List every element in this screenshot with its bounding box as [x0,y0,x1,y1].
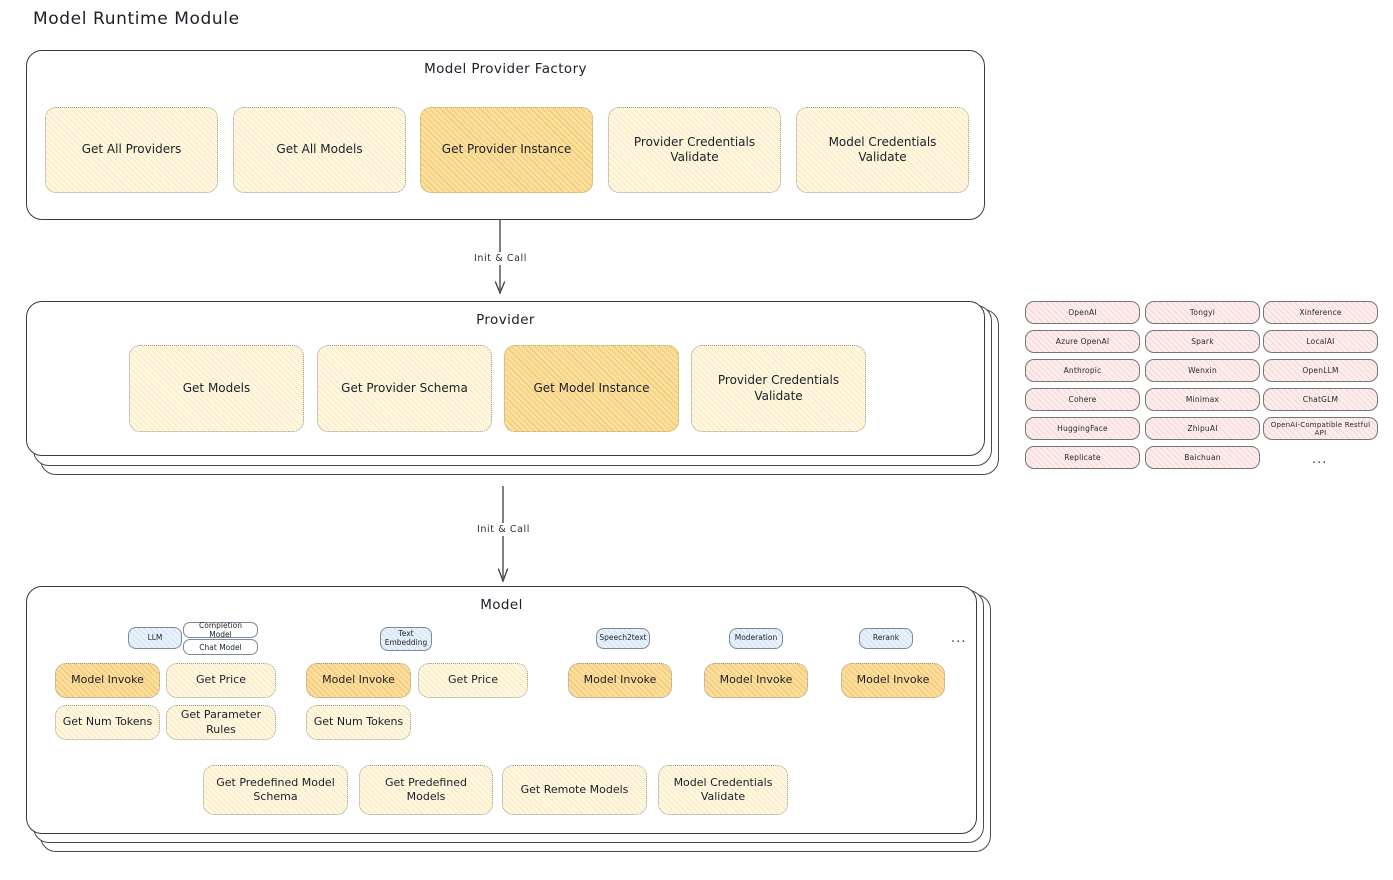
factory-method-provider-credentials-validate[interactable]: Provider Credentials Validate [608,107,781,193]
model-provider-factory-title: Model Provider Factory [424,61,587,77]
provider-chip-azure-openai[interactable]: Azure OpenAI [1025,330,1140,353]
model-type-chip-rerank[interactable]: Rerank [859,628,913,649]
provider-chip-baichuan[interactable]: Baichuan [1145,446,1260,469]
text-embedding-method-model-invoke[interactable]: Model Invoke [306,663,411,698]
model-type-chip-text-embedding[interactable]: Text Embedding [380,627,432,651]
model-shared-method-get-predefined-model-schema[interactable]: Get Predefined Model Schema [203,765,348,815]
factory-method-get-all-models[interactable]: Get All Models [233,107,406,193]
provider-list-more: ... [1312,452,1328,467]
model-types-more: ... [951,631,967,646]
model-type-chip-speech2text[interactable]: Speech2text [596,628,650,649]
llm-method-get-parameter-rules[interactable]: Get Parameter Rules [166,705,276,740]
llm-method-get-num-tokens[interactable]: Get Num Tokens [55,705,160,740]
provider-chip-zhipuai[interactable]: ZhipuAI [1145,417,1260,440]
provider-chip-replicate[interactable]: Replicate [1025,446,1140,469]
provider-chip-tongyi[interactable]: Tongyi [1145,301,1260,324]
provider-method-provider-credentials-validate[interactable]: Provider Credentials Validate [691,345,866,432]
provider-chip-chatglm[interactable]: ChatGLM [1263,388,1378,411]
provider-chip-wenxin[interactable]: Wenxin [1145,359,1260,382]
provider-chip-localai[interactable]: LocalAI [1263,330,1378,353]
factory-method-get-provider-instance[interactable]: Get Provider Instance [420,107,593,193]
text-embedding-method-get-price[interactable]: Get Price [418,663,528,698]
arrow-provider-to-model-label: Init & Call [473,523,534,536]
provider-method-get-model-instance[interactable]: Get Model Instance [504,345,679,432]
llm-method-model-invoke[interactable]: Model Invoke [55,663,160,698]
provider-method-get-models[interactable]: Get Models [129,345,304,432]
model-shared-method-model-credentials-validate[interactable]: Model Credentials Validate [658,765,788,815]
provider-method-get-provider-schema[interactable]: Get Provider Schema [317,345,492,432]
provider-chip-xinference[interactable]: Xinference [1263,301,1378,324]
provider-chip-anthropic[interactable]: Anthropic [1025,359,1140,382]
moderation-method-model-invoke[interactable]: Model Invoke [704,663,808,698]
speech2text-method-model-invoke[interactable]: Model Invoke [568,663,672,698]
model-shared-method-get-predefined-models[interactable]: Get Predefined Models [359,765,493,815]
model-subtype-completion-model[interactable]: Completion Model [183,621,258,639]
provider-title: Provider [476,312,535,328]
page-title: Model Runtime Module [33,9,240,29]
arrow-provider-to-model [497,486,509,583]
provider-chip-openai[interactable]: OpenAI [1025,301,1140,324]
provider-chip-openllm[interactable]: OpenLLM [1263,359,1378,382]
model-title: Model [480,597,523,613]
provider-chip-huggingface[interactable]: HuggingFace [1025,417,1140,440]
rerank-method-model-invoke[interactable]: Model Invoke [841,663,945,698]
text-embedding-method-get-num-tokens[interactable]: Get Num Tokens [306,705,411,740]
provider-chip-minimax[interactable]: Minimax [1145,388,1260,411]
arrow-factory-to-provider-label: Init & Call [470,252,531,265]
model-type-chip-moderation[interactable]: Moderation [729,628,783,649]
factory-method-model-credentials-validate[interactable]: Model Credentials Validate [796,107,969,193]
provider-chip-spark[interactable]: Spark [1145,330,1260,353]
factory-method-get-all-providers[interactable]: Get All Providers [45,107,218,193]
provider-chip-cohere[interactable]: Cohere [1025,388,1140,411]
model-type-chip-llm[interactable]: LLM [128,627,182,649]
llm-method-get-price[interactable]: Get Price [166,663,276,698]
model-shared-method-get-remote-models[interactable]: Get Remote Models [502,765,647,815]
provider-chip-openai-compatible-restful-api[interactable]: OpenAI-Compatible Restful API [1263,417,1378,440]
model-subtype-chat-model[interactable]: Chat Model [183,639,258,655]
